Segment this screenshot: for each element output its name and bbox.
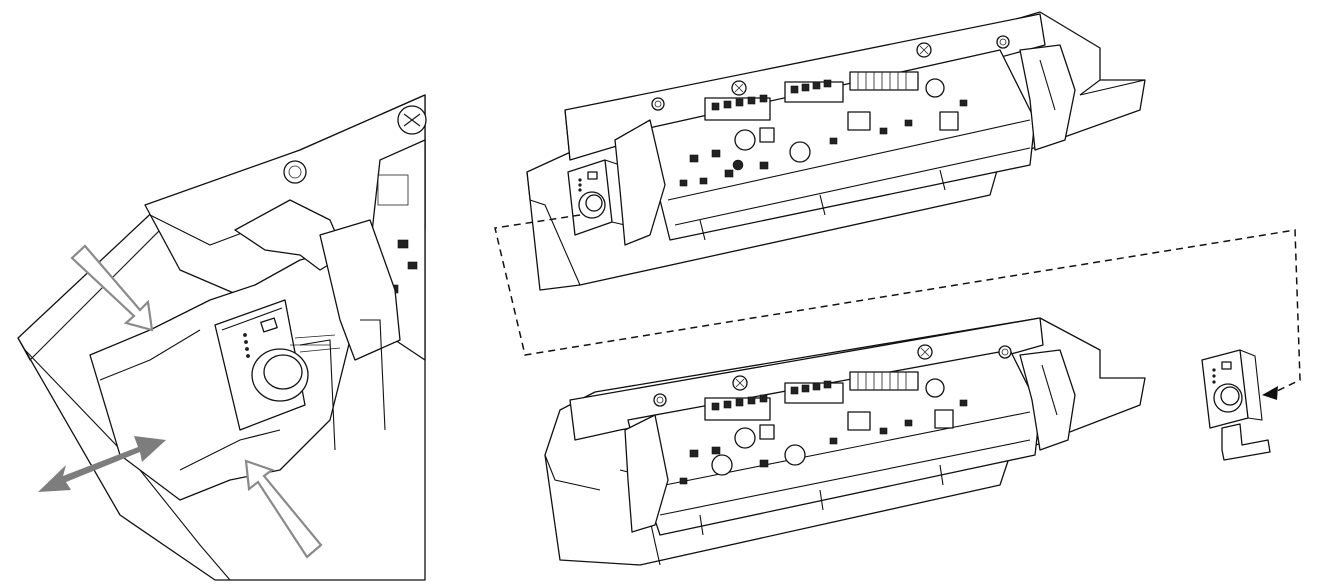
dip-switch <box>849 371 919 391</box>
sensor-module-detail <box>214 299 341 431</box>
unit-with-module <box>526 11 1146 291</box>
screw-icon <box>917 344 933 360</box>
unit-without-module <box>544 317 1146 566</box>
removal-path-leader <box>494 214 1301 400</box>
push-arrow-icon <box>70 244 154 332</box>
sensor-module-removed <box>1201 349 1271 461</box>
terminal-block <box>784 380 844 404</box>
screw-icon <box>916 42 932 58</box>
clip-detail-panel <box>17 94 427 581</box>
screw-icon <box>732 375 748 391</box>
terminal-block <box>704 394 771 421</box>
push-arrow-icon <box>244 459 323 559</box>
terminal-block <box>784 79 844 103</box>
dip-switch <box>849 71 919 91</box>
screw-icon <box>731 80 747 96</box>
arrowhead-icon <box>1262 386 1278 400</box>
slide-double-arrow-icon <box>38 436 166 492</box>
sensor-module-attached <box>567 159 626 236</box>
screw-icon <box>397 105 427 135</box>
terminal-block <box>704 94 771 121</box>
